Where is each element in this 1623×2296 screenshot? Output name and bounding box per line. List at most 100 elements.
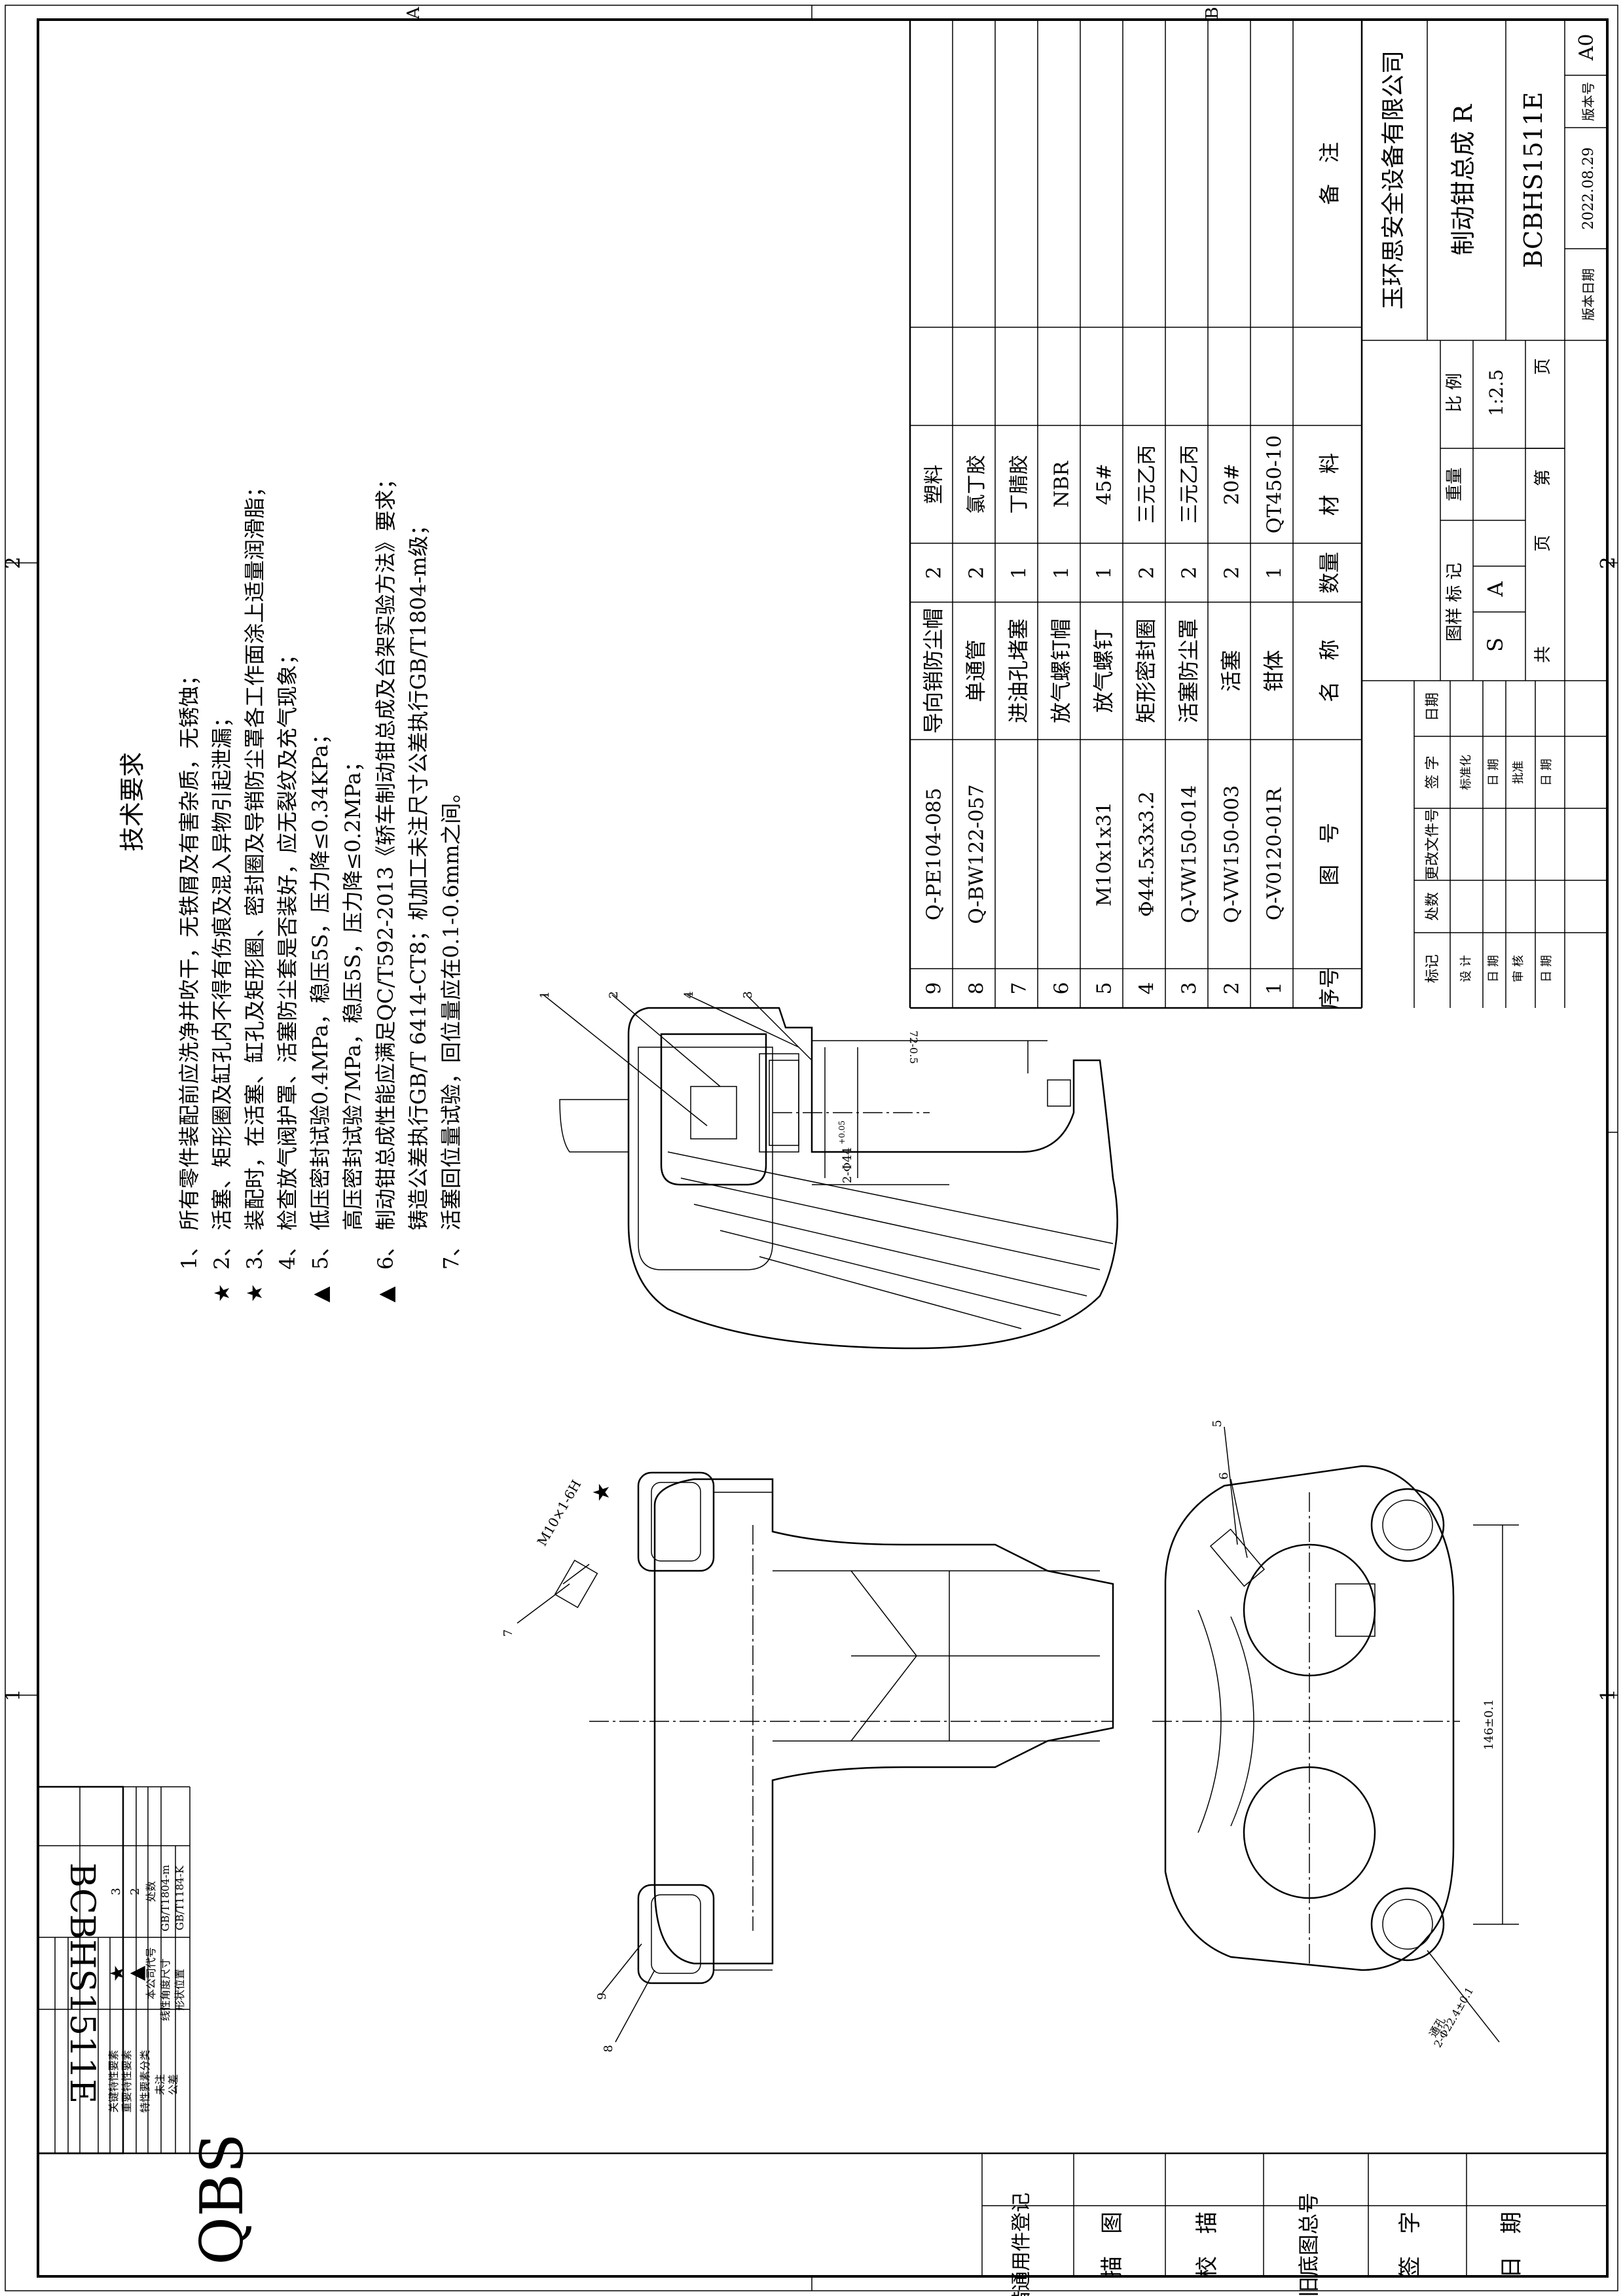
mark-label: 标记 [1425, 954, 1441, 983]
stage-value-s: S [1483, 637, 1508, 652]
side-row-5: 日 期 [1499, 2212, 1525, 2278]
req-text: 检查放气阀护罩、活塞防尘套是否装好，应无裂纹及充气现象； [275, 644, 300, 1230]
req-number: 6、 [373, 1236, 398, 1270]
bom-seq: 8 [966, 982, 989, 994]
req-mark: ★ [210, 1283, 234, 1302]
callout-9: 9 [595, 1992, 609, 2000]
product-name: 制动钳总成 R [1449, 103, 1478, 255]
bom-header-material: 材 料 [1317, 453, 1342, 516]
side-row-2: 校 描 [1194, 2212, 1220, 2278]
bom-material: 20# [1221, 463, 1244, 505]
tol-label-b: 公差 [167, 2074, 179, 2095]
tol2-name: 形状位置 [173, 1969, 186, 2011]
bom-header-seq: 序号 [1317, 967, 1342, 1009]
bom-qty: 1 [1051, 566, 1074, 579]
title-block: 玉环思安全设备有限公司 制动钳总成 R BCBHS1511E A0 版本号 20… [1360, 20, 1607, 1008]
req-text: 活塞回位量试验，回位量应在0.1-0.6mm之间。 [439, 782, 464, 1230]
class-count: 处数 [145, 1881, 157, 1902]
version-no-label: 版本号 [1580, 82, 1596, 121]
bom-name: 活塞防尘罩 [1176, 619, 1201, 723]
key-feature-label: 关键特性要素 [107, 2050, 120, 2113]
bom-code: Q-VW150-014 [1178, 785, 1201, 924]
req-mark: ▲ [373, 1286, 398, 1302]
callout-8: 8 [602, 2045, 615, 2052]
caliper-bottom-view: 146±0.1 2-Φ22.4±0.1 通孔 5 6 [1152, 1420, 1519, 2050]
bom-material: 三元乙丙 [1136, 445, 1159, 524]
callout-7: 7 [501, 1629, 515, 1636]
bom-material: 三元乙丙 [1178, 445, 1201, 524]
bom-qty: 2 [1178, 566, 1201, 579]
inner-frame [37, 18, 1609, 2278]
zone-mark-b: B [1203, 7, 1222, 19]
sheet-size: A0 [1575, 34, 1598, 62]
company-name: 玉环思安全设备有限公司 [1380, 50, 1407, 310]
bom-seq: 2 [1221, 982, 1244, 994]
logo: QBS [188, 2133, 257, 2265]
req-text: 铸造公差执行GB/T 6414-CT8；机加工未注尺寸公差执行GB/T1804-… [406, 514, 431, 1230]
date-label-3: 日 期 [1487, 955, 1501, 982]
bom-seq: 9 [923, 982, 946, 994]
depth-dimension: 72-0.5 [907, 1030, 920, 1064]
approve-label: 批准 [1512, 761, 1525, 784]
bom-header-name: 名 称 [1317, 639, 1342, 702]
version-date: 2022.08.29 [1580, 147, 1597, 230]
bom-qty: 2 [1221, 566, 1244, 579]
drawing-number: BCBHS1511E [1519, 92, 1548, 268]
tol2-std: GB/T1184-K [173, 1865, 186, 1931]
bom-code: Q-VW150-003 [1221, 785, 1244, 924]
req-mark: ★ [242, 1283, 267, 1302]
req-text: 高压密封试验7MPa，稳压5S，压力降≤0.2MPa； [340, 751, 365, 1230]
span-dimension: 146±0.1 [1482, 1699, 1496, 1750]
bom-qty: 2 [923, 566, 946, 579]
bom-name: 钳体 [1262, 650, 1286, 692]
zone-mark-a: A [404, 6, 424, 20]
callout-4: 4 [682, 991, 696, 998]
req-text: 装配时，在活塞、缸孔及矩形圈、密封圈及导销防尘罩各工作面涂上适量润滑脂； [242, 476, 267, 1230]
total-label: 共 [1533, 646, 1553, 663]
check-label: 审 核 [1512, 955, 1525, 982]
req-number: 5、 [308, 1236, 333, 1270]
important-feature-count: 2 [128, 1888, 142, 1895]
side-row-1: 描 图 [1099, 2212, 1125, 2278]
bom-header-qty: 数量 [1317, 552, 1342, 594]
req-text: 所有零件装配前应洗净并吹干，无铁屑及有害杂质，无锈蚀； [177, 665, 202, 1230]
bom-code: Q-PE104-085 [923, 788, 946, 921]
tol1-name: 线性角度尺寸 [159, 1958, 172, 2021]
bom-name: 放气螺钉帽 [1049, 619, 1074, 723]
tol-label-a: 未注 [154, 2074, 166, 2095]
callout-1: 1 [538, 991, 552, 998]
bore-dimension: 2-Φ44+0.05 [837, 1121, 854, 1183]
key-feature-symbol: ★ [106, 1965, 129, 1982]
bom-header-code: 图 号 [1317, 823, 1342, 886]
bleed-thread-dimension: M10×1-6H [534, 1477, 584, 1549]
bom-seq: 3 [1178, 982, 1201, 994]
date-label-5: 日 期 [1540, 955, 1554, 982]
bom-name: 矩形密封圈 [1134, 619, 1159, 723]
side-block-title: 借通用件登记 [1010, 2193, 1033, 2296]
bom-material: NBR [1051, 460, 1074, 507]
zone-marks: A B 2 1 2 1 [2, 5, 1620, 2291]
part-code: BCBHS1511E [62, 1863, 101, 2104]
side-block: 借通用件登记 描 图 校 描 旧底图总号 签 字 日 期 [38, 2152, 1607, 2296]
req-number: 3、 [242, 1236, 267, 1270]
callout-6: 6 [1217, 1472, 1231, 1479]
stage-mark-label: 图样 标 记 [1445, 563, 1465, 642]
bom-seq: 1 [1264, 982, 1286, 994]
count-label: 处数 [1425, 892, 1441, 921]
bom-code: Φ44.5x3x3.2 [1136, 791, 1159, 917]
standardize-label: 标准化 [1459, 755, 1473, 790]
date-label-2: 日 期 [1487, 759, 1501, 786]
date-label-4: 日 期 [1540, 759, 1554, 786]
page-label-1: 页 [1533, 535, 1553, 552]
class-label: 特性要素分类 [139, 2050, 151, 2113]
important-feature-label: 重要特性要素 [120, 2050, 133, 2113]
bom-qty: 1 [1008, 566, 1031, 579]
scale-value: 1:2.5 [1486, 369, 1507, 416]
tech-req-title: 技术要求 [118, 752, 147, 852]
req-text: 低压密封试验0.4MPa，稳压5S，压力降≤0.34KPa； [308, 724, 333, 1230]
bom-material: 45# [1093, 463, 1116, 505]
weight-label: 重量 [1445, 467, 1465, 501]
bom-name: 放气螺钉 [1091, 629, 1116, 713]
bom-qty: 1 [1264, 566, 1286, 579]
